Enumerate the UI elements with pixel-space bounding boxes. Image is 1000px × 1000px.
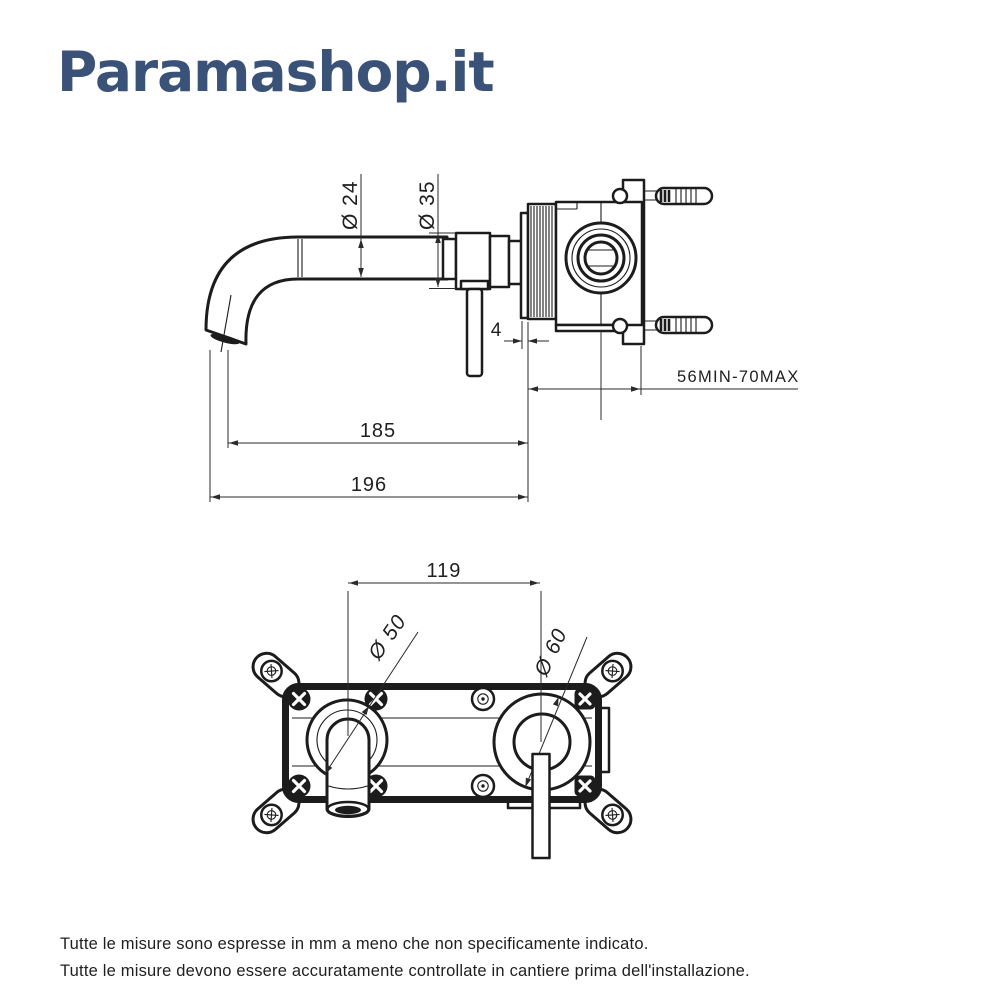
dim-wall-gap-label: 4 [491,320,502,341]
screw-head-bottom [611,317,629,335]
dim-escutcheon-diameter: Ø 35 [416,174,456,289]
spout-joint-lines [297,239,303,277]
front-view: 119 Ø 50 Ø 60 [251,560,633,860]
body-bottom-step [554,323,622,333]
escutcheon-ring [488,234,511,289]
dim-spout-rosette-label: Ø 50 [363,610,411,665]
box-screw-ring-2 [470,773,496,799]
dim-total-projection: 196 [209,350,528,502]
screw-head-top [611,187,629,205]
dim-spout-diameter: Ø 24 [339,174,364,277]
lever-handle [459,279,490,378]
mounting-lug-bottom-right [583,787,633,835]
footer-notes: Tutte le misure sono espresse in mm a me… [60,931,750,985]
logo-paramashop: Paramashop.it [57,40,495,104]
mounting-lug-top-right [583,651,633,699]
tube-coupler [441,237,458,281]
aerator [210,333,240,345]
anchor-top-marks [659,190,671,202]
spout [204,235,449,353]
side-view: Ø 24 Ø 35 4 56MIN-70MAX [204,174,800,502]
port-mid-circle [571,228,631,288]
dim-total-projection-label: 196 [351,474,387,496]
dim-spout-diameter-label: Ø 24 [339,180,362,230]
box-screw-cross-1 [287,687,311,711]
dim-escutcheon-diameter-label: Ø 35 [416,180,439,230]
box-screw-ring-1 [470,686,496,712]
valve-body [519,178,646,346]
tube-section-line [328,785,368,790]
spout-axis-line [220,294,232,353]
box-screw-cross-3 [287,774,311,798]
dim-wall-depth-range-label: 56MIN-70MAX [677,368,800,386]
anchor-top-hatch [675,189,697,203]
handle-rod-front [531,752,551,860]
dim-wall-depth-range: 56MIN-70MAX [528,346,800,395]
dim-centers-distance: 119 [347,560,542,742]
anchor-bottom-hatch [675,318,697,332]
dim-mixer-rosette-label: Ø 60 [530,625,572,681]
footer-note-check: Tutte le misure devono essere accuratame… [60,962,750,980]
anchor-bottom-marks [659,319,671,331]
dim-spout-projection: 185 [227,350,528,448]
escutcheon-assembly [441,231,524,291]
box-screw-square-1 [574,688,596,710]
box-screw-square-2 [574,775,596,797]
thread-hatching [530,206,553,317]
port-bore [583,240,619,276]
lever-rod [465,287,484,378]
dim-wall-gap: 4 [491,320,549,349]
dim-centers-distance-label: 119 [427,560,462,582]
tube-mouth-bore [335,805,361,815]
wall-anchors [644,186,714,335]
dim-spout-projection-label: 185 [360,420,396,442]
spout-body [204,235,449,346]
footer-note-units: Tutte le misure sono espresse in mm a me… [60,935,649,953]
port-chords [588,249,614,267]
mixer-outlet [492,692,592,792]
